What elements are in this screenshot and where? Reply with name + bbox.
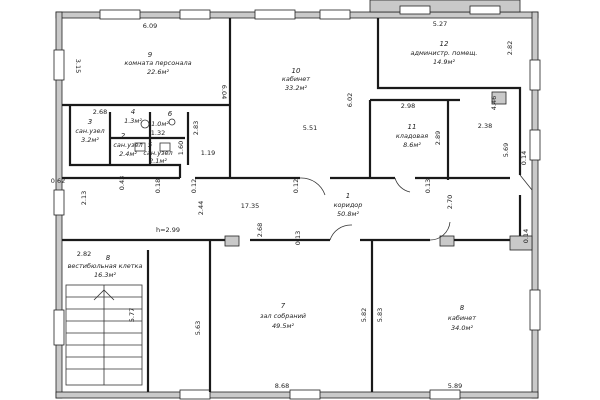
- room-8b-area: 34.0м²: [451, 324, 473, 332]
- room-8-area: 16.3м²: [94, 271, 116, 279]
- room-5-area: 2.1м²: [149, 157, 167, 165]
- dim-5-27: 5.27: [433, 20, 447, 28]
- room-10-name: кабинет: [282, 75, 310, 83]
- dim-5-63: 5.63: [194, 321, 202, 335]
- room-8b-number: 8: [460, 304, 465, 312]
- dim-0-14-b: 0.14: [522, 229, 530, 243]
- dim-6-09: 6.09: [143, 22, 157, 30]
- dim-2-44: 2.44: [197, 201, 205, 215]
- dim-3-15: 3.15: [74, 59, 82, 73]
- room-9-area: 22.6м²: [147, 68, 169, 76]
- dim-5-69: 5.69: [502, 143, 510, 157]
- room-3-area: 3.2м²: [81, 136, 99, 144]
- dim-0-13-b: 0.13: [424, 179, 432, 193]
- dim-17-35: 17.35: [241, 202, 260, 210]
- windows: [53, 5, 541, 400]
- dim-2-38: 2.38: [478, 122, 492, 130]
- room-7-name: зал собраний: [260, 312, 306, 320]
- dim-1-60: 1.60: [177, 141, 185, 155]
- dim-4-46: 4.46: [490, 96, 498, 110]
- room-1-name: коридор: [334, 201, 363, 209]
- room-1-number: 1: [346, 192, 350, 200]
- dim-2-70: 2.70: [446, 195, 454, 209]
- room-3-number: 3: [88, 118, 92, 126]
- room-6-number: 6: [168, 110, 173, 118]
- room-3-name: сан.узел: [75, 127, 104, 135]
- room-12-number: 12: [440, 40, 449, 48]
- dim-2-68-top: 2.68: [93, 108, 107, 116]
- sanitary-fixtures: [134, 118, 176, 152]
- dim-0-62: 0.62: [51, 177, 65, 185]
- room-10-number: 10: [292, 67, 301, 75]
- dim-2-68-mid: 2.68: [256, 223, 264, 237]
- dim-2-13: 2.13: [80, 191, 88, 205]
- columns: [224, 91, 533, 251]
- room-labels: 9 комната персонала 22.6м² 10 кабинет 33…: [68, 40, 478, 332]
- dim-2-82-top: 2.82: [506, 41, 514, 55]
- room-11-area: 8.6м²: [403, 141, 421, 149]
- ceiling-height: h=2.99: [156, 226, 180, 234]
- room-2-number: 2: [121, 132, 126, 140]
- room-6-area: 1.0м²: [151, 120, 169, 128]
- dim-0-13-a: 0.13: [294, 231, 302, 245]
- room-9-name: комната персонала: [124, 59, 191, 67]
- dim-0-12-b: 0.12: [292, 179, 300, 193]
- dim-6-04: 6.04: [220, 85, 228, 99]
- room-8b-name: кабинет: [448, 314, 476, 322]
- room-11-number: 11: [408, 123, 417, 131]
- room-8-name: вестибюльная клетка: [68, 262, 143, 270]
- dim-5-83: 5.83: [376, 308, 384, 322]
- room-1-area: 50.8м²: [337, 210, 359, 218]
- room-11-name: кладовая: [396, 132, 428, 140]
- door-swings: [299, 174, 533, 241]
- staircase: [65, 284, 143, 386]
- dim-0-12-a: 0.12: [190, 179, 198, 193]
- dim-1-19: 1.19: [201, 149, 215, 157]
- room-8-number: 8: [106, 254, 111, 262]
- dim-0-18: 0.18: [154, 179, 162, 193]
- room-10-area: 33.2м²: [285, 84, 307, 92]
- room-12-area: 14.9м²: [433, 58, 455, 66]
- dim-2-89: 2.89: [434, 131, 442, 145]
- room-4-number: 4: [131, 108, 135, 116]
- room-5-name: сан.узел: [143, 149, 172, 157]
- dim-5-51: 5.51: [303, 124, 317, 132]
- dim-5-89: 5.89: [448, 382, 462, 390]
- room-4-area: 1.3м²: [124, 117, 142, 125]
- dim-0-43: 0.43: [118, 176, 126, 190]
- dim-2-82-bottom: 2.82: [77, 250, 91, 258]
- dim-5-77: 5.77: [128, 308, 136, 322]
- dim-6-02: 6.02: [346, 93, 354, 107]
- dim-2-83: 2.83: [192, 121, 200, 135]
- dim-8-68: 8.68: [275, 382, 289, 390]
- dim-2-98: 2.98: [401, 102, 415, 110]
- dimension-labels: 6.09 6.04 5.27 2.82 3.15 6.02 5.51 2.98 …: [51, 20, 530, 390]
- interior-walls: [62, 18, 532, 392]
- dim-0-14: 0.14: [520, 151, 528, 165]
- dim-5-82: 5.82: [360, 308, 368, 322]
- dim-1-32: 1.32: [151, 129, 165, 137]
- room-9-number: 9: [148, 51, 153, 59]
- room-2-area: 2.4м²: [119, 150, 137, 158]
- room-5-number: 5: [148, 141, 153, 149]
- room-7-number: 7: [281, 302, 286, 310]
- room-2-name: сан.узел: [113, 141, 142, 149]
- room-7-area: 49.5м²: [272, 322, 294, 330]
- room-12-name: администр. помещ.: [410, 49, 477, 57]
